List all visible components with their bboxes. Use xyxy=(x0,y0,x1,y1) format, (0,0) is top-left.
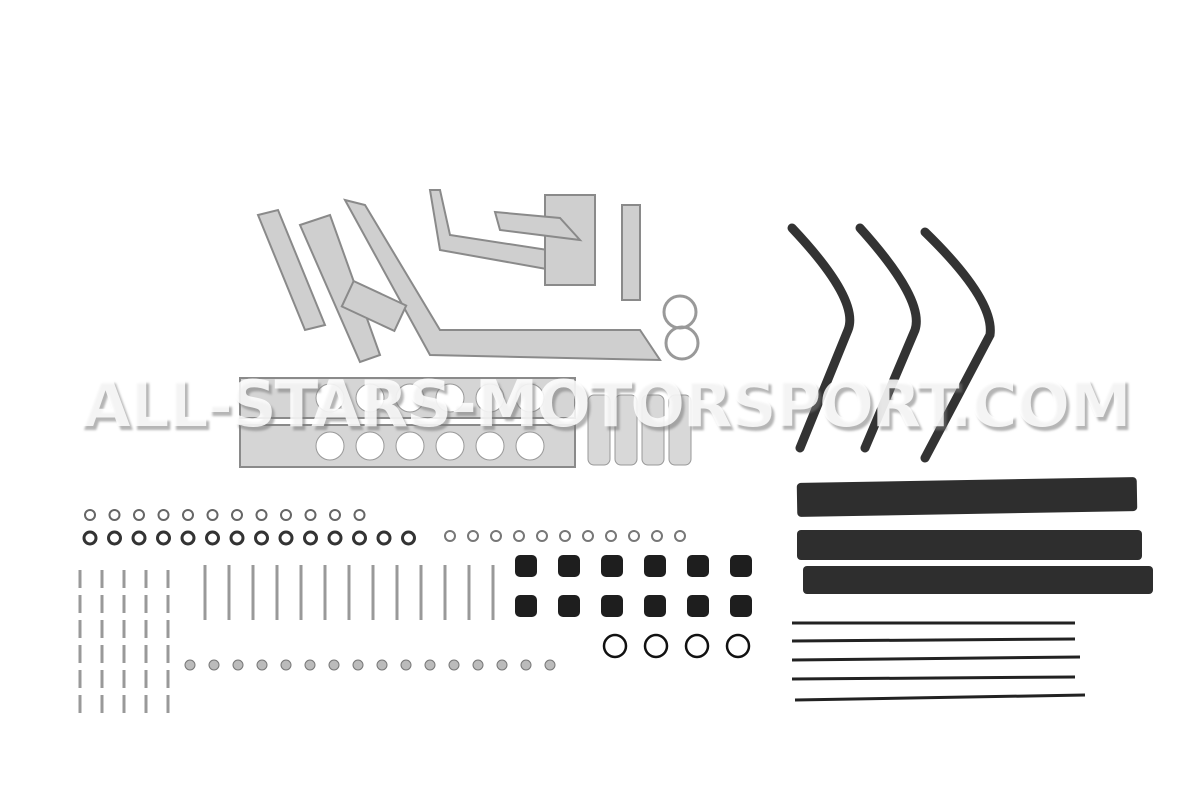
rubber-grommet xyxy=(730,555,752,577)
washer xyxy=(133,509,145,521)
washer xyxy=(182,509,194,521)
washer xyxy=(674,530,686,542)
washer xyxy=(605,530,617,542)
cable-ties xyxy=(791,621,1086,702)
nut xyxy=(256,659,268,671)
fasteners xyxy=(78,509,752,713)
washer xyxy=(329,509,341,521)
nut xyxy=(304,659,316,671)
rubber-grommet xyxy=(687,595,709,617)
washer xyxy=(582,530,594,542)
rubber-grommet xyxy=(644,555,666,577)
nut xyxy=(184,659,196,671)
nut xyxy=(208,659,220,671)
nut xyxy=(448,659,460,671)
washer xyxy=(108,509,121,521)
foam-strips-straight xyxy=(796,477,1153,594)
o-ring xyxy=(725,633,751,659)
brackets xyxy=(256,189,662,364)
nut xyxy=(400,659,412,671)
washer xyxy=(231,509,243,521)
heat-shield-plates xyxy=(239,377,576,468)
washer xyxy=(467,530,479,542)
washer xyxy=(327,530,343,546)
washer xyxy=(156,530,171,546)
o-ring xyxy=(643,633,669,659)
nut xyxy=(376,659,388,671)
nut xyxy=(496,659,508,671)
washer xyxy=(82,530,98,546)
washer xyxy=(278,530,294,546)
spacers xyxy=(587,394,692,466)
rubber-grommet xyxy=(515,595,537,617)
washer xyxy=(157,509,170,521)
rubber-grommet xyxy=(558,555,580,577)
washer xyxy=(559,530,571,542)
washer xyxy=(254,530,269,546)
washer xyxy=(490,530,502,542)
washer xyxy=(131,530,147,546)
washer xyxy=(107,530,122,546)
washer xyxy=(304,509,317,521)
nut xyxy=(352,659,364,671)
washer xyxy=(303,530,318,546)
nut xyxy=(472,659,484,671)
washer xyxy=(255,509,268,521)
nut xyxy=(280,659,292,671)
washer xyxy=(444,530,456,542)
washer xyxy=(206,509,219,521)
nut xyxy=(328,659,340,671)
washer xyxy=(651,530,663,542)
washer xyxy=(280,509,292,521)
washer xyxy=(628,530,640,542)
washer xyxy=(180,530,196,546)
o-ring xyxy=(602,633,628,659)
washer xyxy=(229,530,245,546)
washer xyxy=(84,509,96,521)
hose-clamps xyxy=(662,294,700,361)
nut xyxy=(520,659,532,671)
washer xyxy=(352,530,367,546)
washer xyxy=(536,530,548,542)
foam-strips-curved xyxy=(787,223,995,463)
nut xyxy=(232,659,244,671)
rubber-grommet xyxy=(601,595,623,617)
washer xyxy=(401,530,416,546)
o-ring xyxy=(684,633,710,659)
washer xyxy=(513,530,525,542)
nut xyxy=(424,659,436,671)
rubber-grommet xyxy=(644,595,666,617)
washer xyxy=(353,509,366,521)
rubber-grommet xyxy=(601,555,623,577)
washer xyxy=(205,530,220,546)
nut xyxy=(544,659,556,671)
washer xyxy=(376,530,392,546)
rubber-grommet xyxy=(687,555,709,577)
rubber-grommet xyxy=(515,555,537,577)
rubber-grommet xyxy=(730,595,752,617)
rubber-grommet xyxy=(558,595,580,617)
